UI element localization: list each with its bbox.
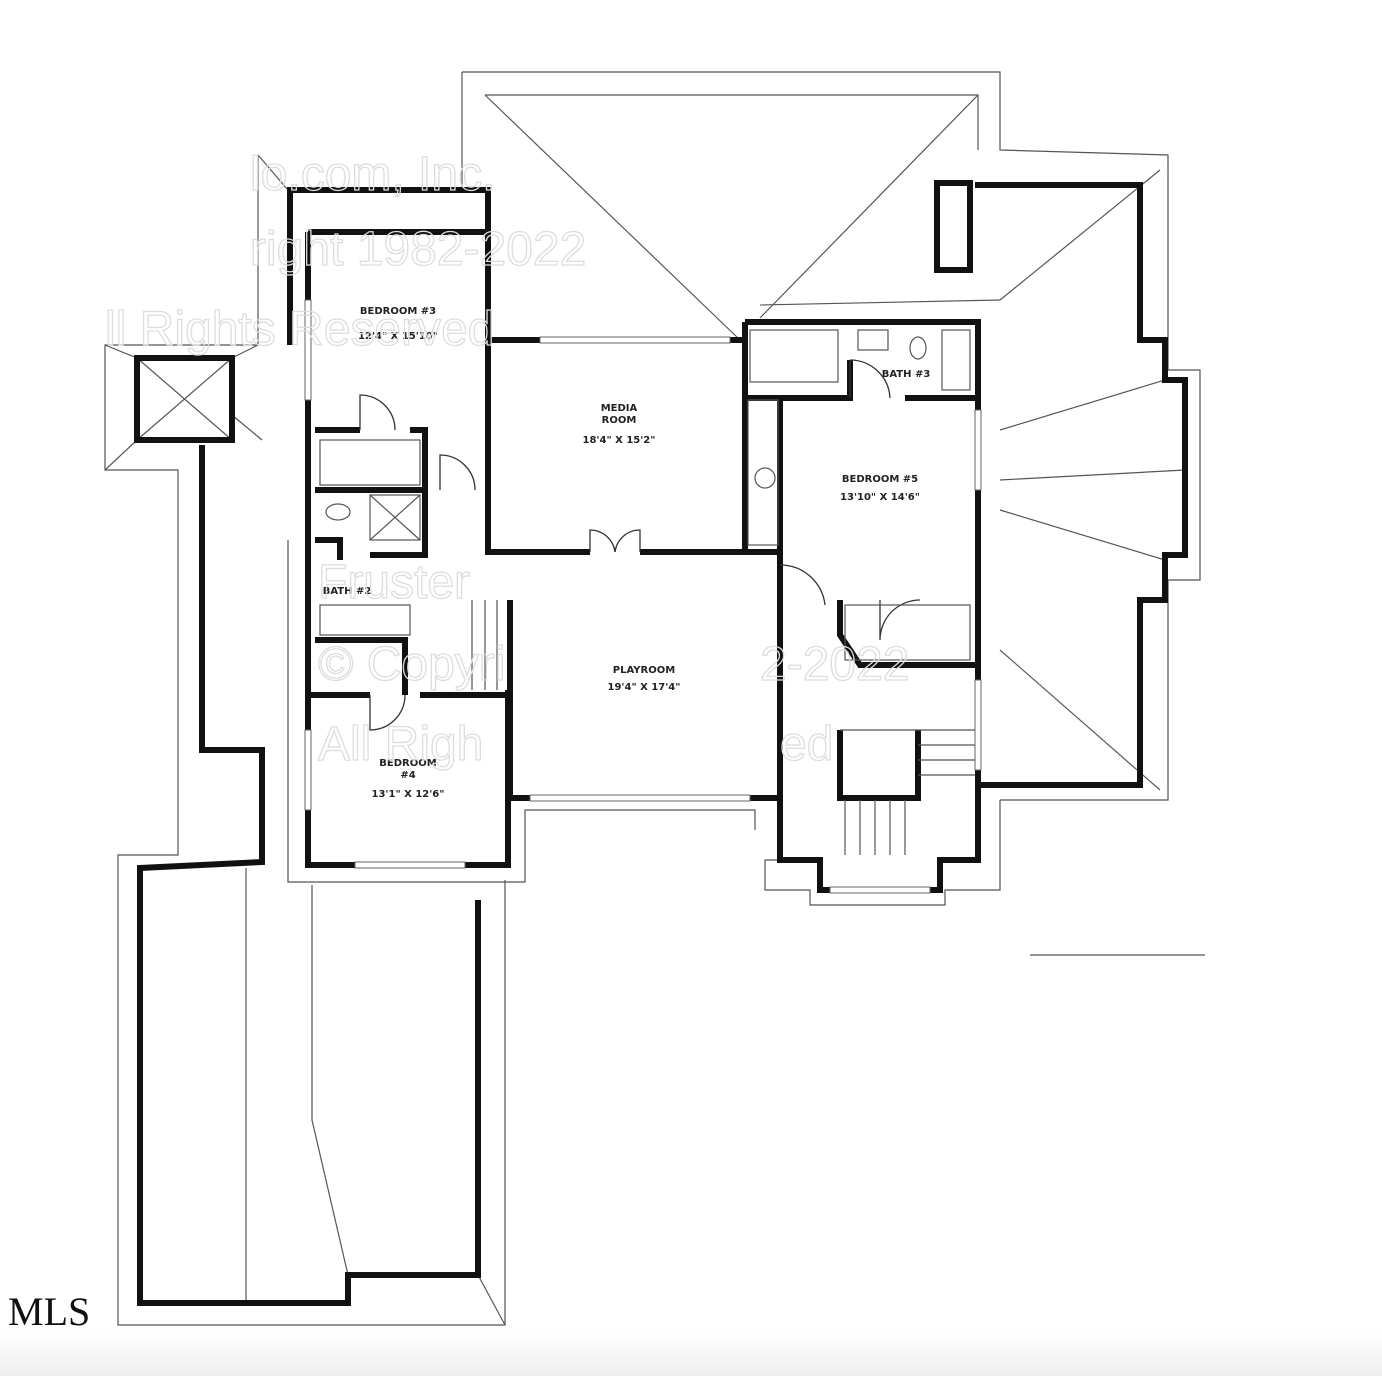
rail (471, 600, 498, 690)
watermark-line: All Righ (318, 718, 483, 771)
watermark-line: 2-2022 (760, 638, 909, 691)
watermark-line: lo.com, Inc. (250, 148, 495, 201)
media-room-label-2: ROOM (602, 415, 637, 426)
bedroom-5-label: BEDROOM #5 (842, 474, 918, 485)
watermark-line: right 1982-2022 (250, 223, 586, 276)
media-room-label-1: MEDIA (601, 403, 638, 414)
bedroom-4-label-2: #4 (400, 770, 415, 781)
playroom-label: PLAYROOM (613, 665, 675, 676)
bedroom-4-size: 13'1" X 12'6" (372, 789, 445, 800)
bedroom-5-size: 13'10" X 14'6" (840, 492, 920, 503)
watermark: lo.com, Inc. right 1982-2022 ll Rights R… (104, 147, 910, 771)
playroom-size: 19'4" X 17'4" (608, 682, 681, 693)
walls (134, 180, 1188, 1306)
bath-3-label: BATH #3 (882, 369, 931, 380)
bedroom-3-label: BEDROOM #3 (360, 306, 436, 317)
room-labels: BEDROOM #3 12'4" X 15'10" MEDIA ROOM 18'… (323, 306, 931, 800)
footer-bar (0, 1330, 1382, 1376)
roof-outlines (104, 71, 1205, 1326)
watermark-line: © Copyri (318, 638, 505, 691)
bedroom-4-label-1: BEDROOM (379, 758, 436, 769)
bath-2-label: BATH #2 (323, 586, 372, 597)
windows (304, 299, 982, 894)
bedroom-3-size: 12'4" X 15'10" (358, 331, 438, 342)
media-room-size: 18'4" X 15'2" (583, 435, 656, 446)
watermark-line: Fruster (318, 556, 470, 609)
stairs (840, 729, 975, 855)
doors (319, 329, 975, 855)
watermark-line: ed (780, 718, 833, 771)
mls-logo: MLS (8, 1289, 90, 1334)
watermark-line: ll Rights Reserved (105, 303, 494, 356)
